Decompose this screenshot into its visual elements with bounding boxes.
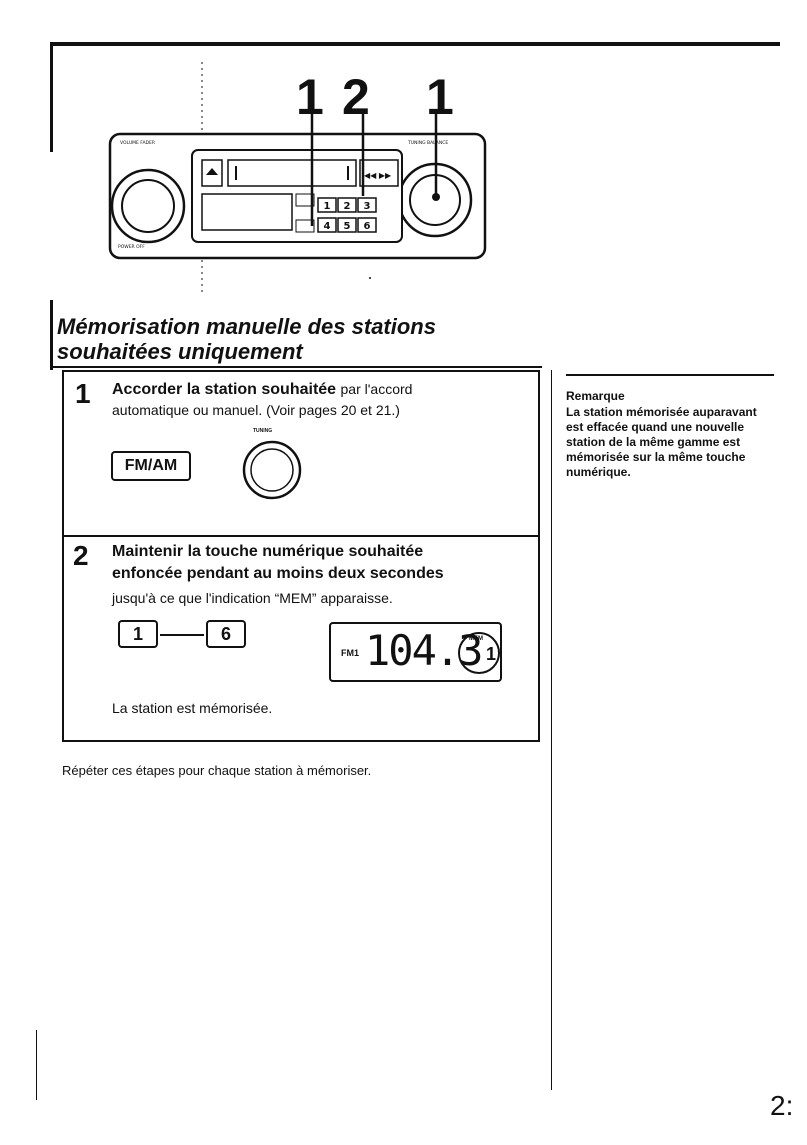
left-rule-lower: [50, 300, 53, 370]
preset-6-label: 6: [364, 221, 371, 232]
fmam-button[interactable]: FM/AM: [111, 451, 191, 481]
step2-title-line2: enfoncée pendant au moins deux secondes: [112, 565, 444, 582]
preset-5-label: 5: [344, 221, 351, 232]
top-rule: [50, 42, 780, 46]
step1-number: 1: [75, 378, 91, 409]
note-rule: [566, 374, 774, 376]
callout-2: 2: [342, 69, 370, 125]
repeat-text: Répéter ces étapes pour chaque station à…: [62, 763, 372, 778]
note-title: Remarque: [566, 389, 625, 403]
section-title: Mémorisation manuelle des stations souha…: [57, 314, 527, 364]
step1-title-suffix: par l'accord: [340, 381, 413, 397]
preset-3-label: 3: [364, 201, 371, 212]
step-divider: [62, 535, 540, 537]
lcd-display: FM1 104.3 MEM 1: [329, 622, 502, 682]
lcd-mem: MEM: [469, 636, 483, 642]
tuning-knob-icon: [242, 440, 302, 500]
step1-title: Accorder la station souhaitée: [112, 381, 337, 398]
lcd-preset: 1: [486, 644, 497, 664]
volume-label: VOLUME FADER: [120, 140, 155, 146]
column-rule: [551, 370, 552, 1090]
preset-2-label: 2: [344, 201, 351, 212]
binding-mark: [36, 1030, 37, 1100]
power-label: POWER OFF: [118, 244, 145, 250]
callout-1-right: 1: [426, 69, 454, 125]
preset-button-1[interactable]: 1: [118, 620, 158, 648]
steps-box: [62, 370, 540, 742]
section-title-line1: Mémorisation manuelle des stations: [57, 314, 436, 339]
svg-text:◀◀ ▶▶: ◀◀ ▶▶: [364, 171, 392, 180]
step2-text: jusqu'à ce que l'indication “MEM” appara…: [112, 590, 393, 606]
tuning-label: TUNING BALANCE: [407, 140, 448, 146]
preset-1-label: 1: [324, 201, 331, 212]
step2-title-line1: Maintenir la touche numérique souhaitée: [112, 543, 424, 560]
range-dash: [160, 634, 204, 636]
title-underline: [52, 366, 542, 368]
step1-text: automatique ou manuel. (Voir pages 20 et…: [112, 402, 400, 418]
car-stereo-diagram: ◀◀ ▶▶ 1 2 3 4 5 6 VOLUME FADER POWER OFF…: [108, 62, 487, 295]
preset-button-6[interactable]: 6: [206, 620, 246, 648]
lcd-band: FM1: [341, 648, 359, 658]
callout-1-left: 1: [296, 69, 324, 125]
left-rule: [50, 42, 53, 152]
tuning-knob-label: TUNING: [253, 428, 273, 434]
preset-4-label: 4: [324, 221, 331, 232]
section-title-line2: souhaitées uniquement: [57, 339, 303, 364]
mem-circle-icon: [458, 632, 500, 674]
page-number: 2:: [770, 1090, 794, 1121]
step2-number: 2: [73, 540, 89, 571]
note-body: La station mémorisée auparavant est effa…: [566, 405, 757, 479]
step2-result: La station est mémorisée.: [112, 700, 273, 716]
